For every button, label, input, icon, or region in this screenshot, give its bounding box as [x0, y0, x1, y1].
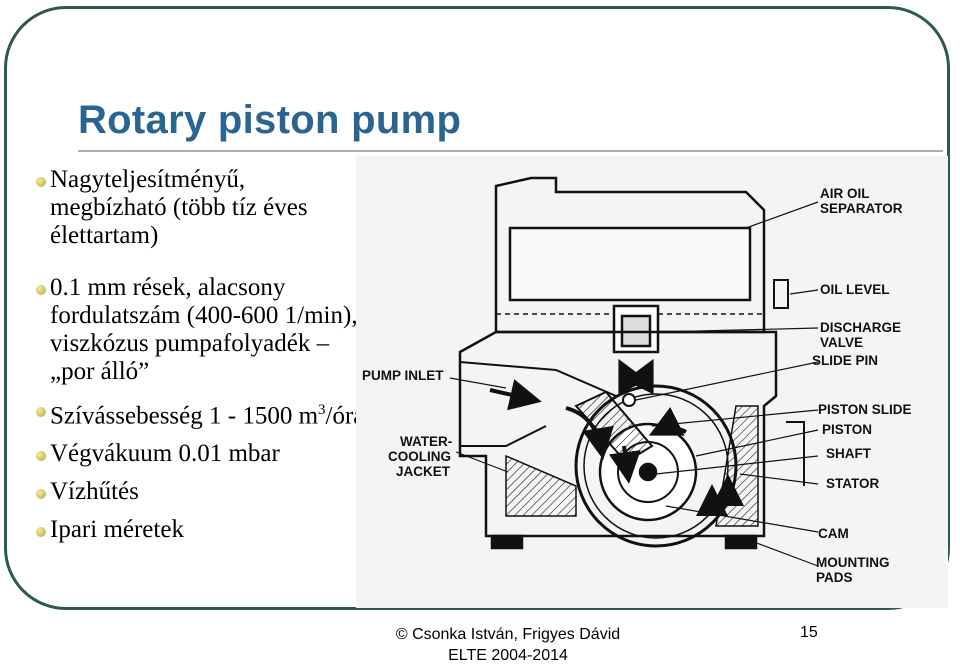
- pump-housing: [458, 176, 805, 550]
- label-cam: CAM: [818, 526, 849, 541]
- bullet-icon: [36, 407, 46, 417]
- bullet-item: Ipari méretek: [36, 516, 366, 544]
- bullet-icon: [36, 489, 46, 500]
- label-piston: PISTON: [822, 422, 872, 437]
- bullet-item: Nagyteljesítményű, megbízható (több tíz …: [36, 166, 366, 250]
- bullet-text: Végvákuum 0.01 mbar: [50, 440, 280, 468]
- bullet-text: 0.1 mm rések, alacsony fordulatszám (400…: [50, 274, 358, 385]
- page-number: 15: [800, 624, 818, 641]
- slide-footer: © Csonka István, Frigyes Dávid ELTE 2004…: [378, 624, 638, 666]
- label-mounting: MOUNTING: [816, 555, 890, 570]
- label-jacket: JACKET: [396, 464, 451, 479]
- bullet-list: Nagyteljesítményű, megbízható (több tíz …: [36, 166, 366, 554]
- bullet-icon: [36, 177, 46, 187]
- bullet-icon: [36, 285, 46, 295]
- label-valve: VALVE: [820, 335, 863, 350]
- label-air-oil: AIR OIL: [820, 186, 870, 201]
- label-stator: STATOR: [826, 476, 879, 491]
- flow-arrows: [489, 358, 744, 516]
- bullet-item: Szívássebesség 1 - 1500 m3/óra: [36, 396, 366, 430]
- bullet-icon: [36, 527, 46, 538]
- bullet-item: Végvákuum 0.01 mbar: [36, 440, 366, 468]
- label-pump-inlet: PUMP INLET: [362, 368, 444, 383]
- footer-copyright: © Csonka István, Frigyes Dávid: [395, 626, 621, 643]
- bullet-item: Vízhűtés: [36, 478, 366, 506]
- bullet-superscript: 3: [318, 402, 326, 418]
- label-discharge: DISCHARGE: [820, 320, 901, 335]
- bullet-text: Vízhűtés: [50, 478, 139, 506]
- pump-cross-section: AIR OIL SEPARATOR OIL LEVEL DISCHARGE VA…: [362, 176, 912, 585]
- bullet-text: Nagyteljesítményű, megbízható (több tíz …: [50, 166, 308, 249]
- leader-lines: [449, 201, 819, 567]
- bullet-icon: [36, 451, 46, 462]
- label-slide-pin: SLIDE PIN: [812, 353, 878, 368]
- label-water: WATER-: [400, 434, 452, 449]
- bullet-item: 0.1 mm rések, alacsony fordulatszám (400…: [36, 274, 366, 386]
- label-oil-level: OIL LEVEL: [820, 282, 890, 297]
- label-shaft: SHAFT: [826, 446, 872, 461]
- diagram-labels: AIR OIL SEPARATOR OIL LEVEL DISCHARGE VA…: [362, 186, 912, 585]
- label-separator: SEPARATOR: [820, 201, 903, 216]
- title-divider: [78, 150, 943, 152]
- label-cooling: COOLING: [388, 449, 451, 464]
- pump-diagram: AIR OIL SEPARATOR OIL LEVEL DISCHARGE VA…: [356, 156, 948, 608]
- label-piston-slide: PISTON SLIDE: [818, 402, 912, 417]
- footer-institution: ELTE 2004-2014: [448, 647, 568, 664]
- bullet-text: Szívássebesség 1 - 1500 m: [50, 402, 319, 430]
- label-pads: PADS: [816, 570, 853, 585]
- slide-title: Rotary piston pump: [78, 98, 462, 142]
- bullet-text: Ipari méretek: [50, 516, 184, 544]
